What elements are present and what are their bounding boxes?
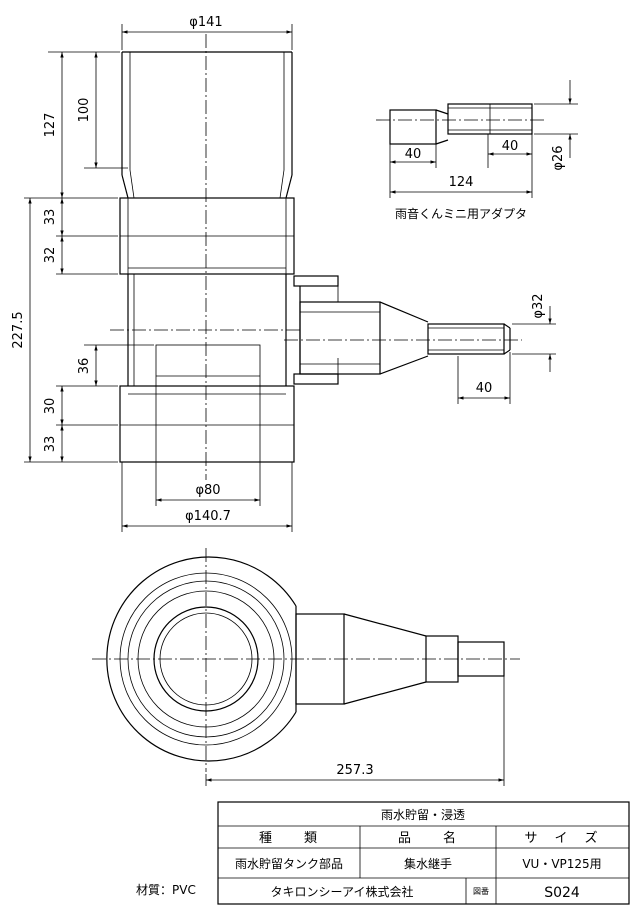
front-view <box>110 34 522 480</box>
dim-outlet-diameter: φ32 <box>531 293 546 318</box>
dim-inner-diameter: φ80 <box>195 483 220 498</box>
title-block-header-type: 種 類 <box>259 830 319 846</box>
title-block-drawing-no: S024 <box>544 885 580 901</box>
dim-127: 127 <box>43 113 58 138</box>
dim-33-upper: 33 <box>43 209 58 226</box>
title-block-type: 雨水貯留タンク部品 <box>235 856 343 871</box>
dim-30: 30 <box>43 398 58 415</box>
dim-plan-length: 257.3 <box>336 763 373 778</box>
title-block-size: VU・VP125用 <box>522 857 601 871</box>
plan-view <box>92 548 520 786</box>
dim-outlet-length: 40 <box>476 381 493 396</box>
title-block-drawing-no-label: 図番 <box>473 886 489 896</box>
dim-top-diameter: φ141 <box>189 15 222 30</box>
adapter-dim-total: 124 <box>449 175 474 190</box>
title-block-company: タキロンシーアイ株式会社 <box>271 884 414 899</box>
title-block-title: 雨水貯留・浸透 <box>381 808 465 822</box>
dimension-lines <box>24 24 556 532</box>
material-label: 材質：PVC <box>136 882 196 897</box>
title-block <box>217 801 630 905</box>
adapter-dim-left: 40 <box>405 147 422 162</box>
dim-33-lower: 33 <box>43 436 58 453</box>
title-block-header-name: 品 名 <box>398 830 458 846</box>
title-block-header-size: サ イ ズ <box>524 830 599 846</box>
adapter-dim-right: 40 <box>502 139 519 154</box>
dim-32: 32 <box>43 247 58 264</box>
title-block-name: 集水継手 <box>404 856 452 871</box>
dim-bottom-diameter: φ140.7 <box>185 509 231 524</box>
dim-36: 36 <box>77 358 92 375</box>
adapter-caption: 雨音くんミニ用アダプタ <box>395 206 527 221</box>
adapter-diameter: φ26 <box>551 145 566 170</box>
adapter-drawing <box>376 80 578 198</box>
dim-100: 100 <box>77 98 92 123</box>
dim-227-5: 227.5 <box>11 311 26 348</box>
